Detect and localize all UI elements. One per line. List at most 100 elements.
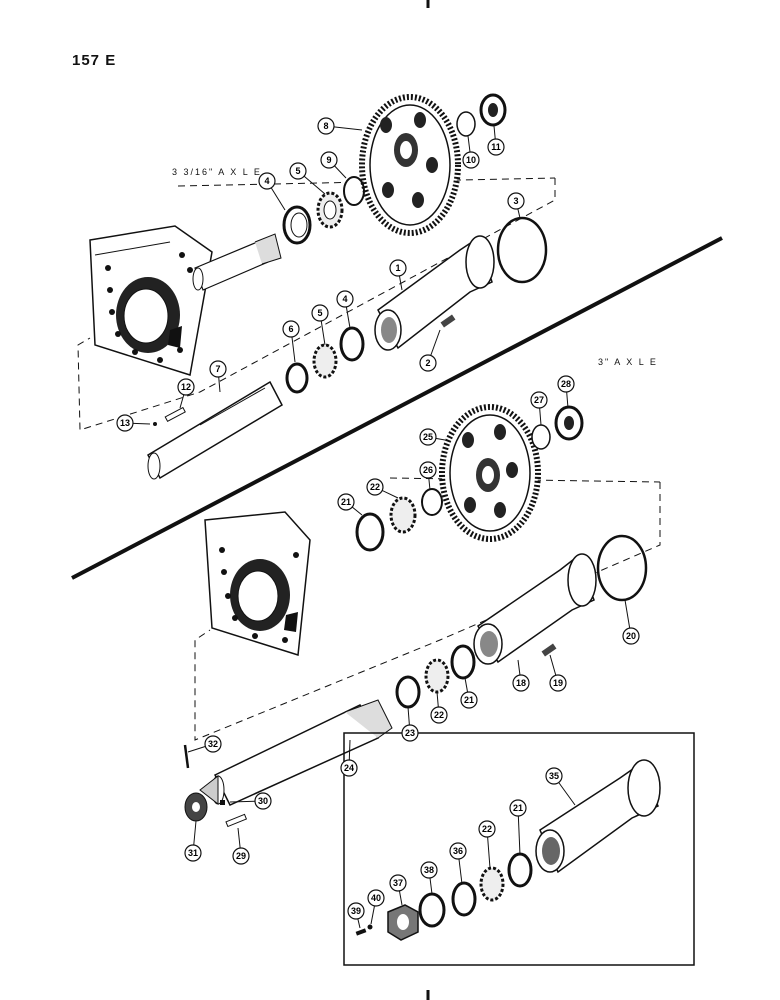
callout-circle bbox=[545, 767, 563, 785]
callout-number: 5 bbox=[317, 308, 322, 318]
callout-18: 18 bbox=[512, 659, 530, 692]
callout-number: 21 bbox=[513, 803, 523, 813]
callout-circle bbox=[347, 902, 365, 920]
lower-axle-housing bbox=[204, 511, 311, 656]
thrust-washer bbox=[456, 111, 476, 137]
callout-19: 19 bbox=[549, 654, 567, 692]
callout-number: 26 bbox=[423, 465, 433, 475]
castle-nut bbox=[184, 792, 208, 822]
callout-number: 36 bbox=[453, 846, 463, 856]
callout-number: 3 bbox=[513, 196, 518, 206]
upper-axle-housing bbox=[89, 225, 213, 376]
callout-circle bbox=[389, 259, 407, 277]
callout-36: 36 bbox=[449, 842, 467, 885]
callout-number: 22 bbox=[370, 482, 380, 492]
seal-lower bbox=[285, 362, 309, 394]
callout-circle bbox=[340, 759, 358, 777]
callout-number: 22 bbox=[482, 824, 492, 834]
bearing-cup-lower bbox=[339, 326, 365, 362]
callout-circle bbox=[337, 493, 355, 511]
callout-21: 21 bbox=[460, 677, 478, 709]
callout-21: 21 bbox=[337, 493, 363, 516]
callout-number: 24 bbox=[344, 763, 354, 773]
callout-4: 4 bbox=[336, 290, 354, 329]
callout-circle bbox=[258, 172, 276, 190]
callout-number: 4 bbox=[264, 176, 269, 186]
inset-axle-tube bbox=[535, 759, 661, 874]
callout-22: 22 bbox=[430, 691, 448, 724]
callout-circle bbox=[419, 354, 437, 372]
callout-12: 12 bbox=[177, 378, 195, 409]
inset-gasket bbox=[418, 892, 446, 928]
callout-number: 31 bbox=[188, 848, 198, 858]
o-ring-lower bbox=[596, 534, 648, 602]
callout-number: 23 bbox=[405, 728, 415, 738]
callout-circle bbox=[177, 378, 195, 396]
callout-circle bbox=[116, 414, 134, 432]
callout-29: 29 bbox=[232, 827, 250, 865]
callout-circle bbox=[232, 847, 250, 865]
callout-number: 20 bbox=[626, 631, 636, 641]
callout-circle bbox=[512, 674, 530, 692]
inset-bearing-cup bbox=[507, 852, 533, 888]
key bbox=[164, 406, 186, 423]
axle-shaft bbox=[147, 380, 283, 480]
callout-number: 39 bbox=[351, 906, 361, 916]
cotter-pin bbox=[183, 744, 190, 769]
callout-number: 29 bbox=[236, 851, 246, 861]
callout-circle bbox=[419, 461, 437, 479]
callout-circle bbox=[462, 151, 480, 169]
cap-screw-lower bbox=[541, 643, 557, 657]
cap-screw bbox=[440, 314, 456, 328]
callout-number: 4 bbox=[342, 294, 347, 304]
bull-gear bbox=[359, 94, 461, 236]
callout-number: 5 bbox=[295, 166, 300, 176]
callout-circle bbox=[317, 117, 335, 135]
callout-3: 3 bbox=[507, 192, 525, 219]
callout-11: 11 bbox=[487, 125, 505, 156]
callout-circle bbox=[367, 889, 385, 907]
axle-tube-lower bbox=[473, 553, 597, 665]
callout-number: 40 bbox=[371, 893, 381, 903]
callout-number: 25 bbox=[423, 432, 433, 442]
upper-splined-shaft bbox=[192, 233, 282, 291]
callout-number: 2 bbox=[425, 358, 430, 368]
spacer-ring bbox=[343, 176, 365, 206]
callout-38: 38 bbox=[420, 861, 438, 895]
callout-number: 1 bbox=[395, 263, 400, 273]
callout-number: 35 bbox=[549, 771, 559, 781]
upper-axle-label: 3 3/16" A X L E bbox=[172, 167, 262, 177]
callout-27: 27 bbox=[530, 391, 548, 426]
callout-number: 21 bbox=[464, 695, 474, 705]
callout-number: 30 bbox=[258, 796, 268, 806]
callout-number: 9 bbox=[326, 155, 331, 165]
section-divider-line bbox=[71, 236, 723, 580]
bearing-cup bbox=[282, 205, 312, 245]
key-lower bbox=[225, 813, 248, 828]
bearing-cone bbox=[316, 191, 344, 229]
seal-lower-row bbox=[395, 675, 421, 709]
callout-number: 19 bbox=[553, 678, 563, 688]
bearing-cone-lower-row bbox=[424, 658, 450, 694]
callout-circle bbox=[507, 192, 525, 210]
inset-box bbox=[343, 732, 695, 966]
callout-13: 13 bbox=[116, 414, 151, 432]
oil-seal-lower bbox=[554, 405, 584, 441]
callout-circle bbox=[209, 360, 227, 378]
callout-21: 21 bbox=[509, 799, 527, 856]
callout-number: 18 bbox=[516, 678, 526, 688]
callout-number: 38 bbox=[424, 865, 434, 875]
callout-10: 10 bbox=[462, 135, 480, 169]
callout-number: 22 bbox=[434, 710, 444, 720]
callout-2: 2 bbox=[419, 329, 441, 372]
callout-circle bbox=[557, 375, 575, 393]
callout-circle bbox=[478, 820, 496, 838]
callout-circle bbox=[336, 290, 354, 308]
callout-4: 4 bbox=[258, 172, 286, 211]
callout-28: 28 bbox=[557, 375, 575, 409]
callout-40: 40 bbox=[367, 889, 385, 925]
callout-number: 7 bbox=[215, 364, 220, 374]
callout-circle bbox=[389, 874, 407, 892]
callout-number: 21 bbox=[341, 497, 351, 507]
